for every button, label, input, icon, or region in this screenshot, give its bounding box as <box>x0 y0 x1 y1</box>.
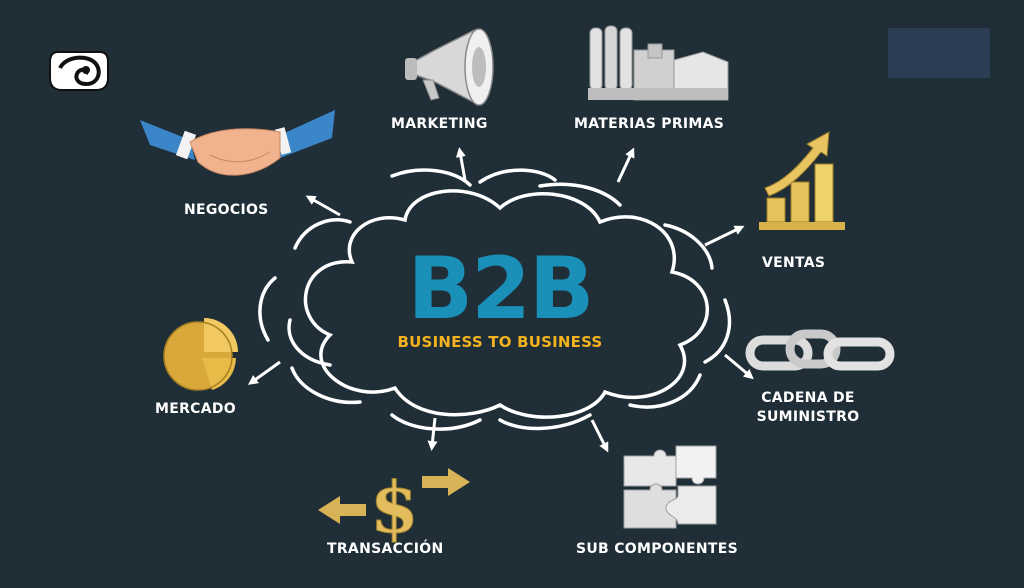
factory-icon <box>588 25 729 101</box>
handshake-icon <box>140 110 335 176</box>
label-cadena-line2: SUMINISTRO <box>756 409 860 425</box>
label-transaccion: TRANSACCIÓN <box>327 541 444 557</box>
connector-arrows <box>247 147 754 453</box>
dollar-exchange-icon: $ <box>318 466 470 550</box>
corner-placeholder-box <box>888 28 990 78</box>
pie-chart-icon <box>163 318 238 391</box>
label-mercado: MERCADO <box>155 401 237 417</box>
arrow-materias-primas <box>616 147 635 183</box>
arrow-negocios <box>305 195 341 217</box>
label-marketing: MARKETING <box>391 116 488 132</box>
chain-link-icon <box>745 329 895 371</box>
center-title: B2B <box>407 239 595 339</box>
label-ventas: VENTAS <box>762 255 826 271</box>
label-cadena-line1: CADENA DE <box>761 390 855 406</box>
cloud-outline <box>258 168 732 431</box>
svg-text:$: $ <box>370 466 419 549</box>
arrow-ventas <box>704 225 745 247</box>
label-materias-primas: MATERIAS PRIMAS <box>574 116 725 132</box>
arrow-marketing <box>455 147 467 181</box>
label-cadena-de-suministro: CADENA DE SUMINISTRO <box>748 390 868 425</box>
growth-bar-chart-icon <box>759 131 845 230</box>
arrow-cadena <box>724 353 754 380</box>
megaphone-icon <box>405 28 494 106</box>
puzzle-pieces-icon <box>623 445 717 529</box>
arrow-sub-componentes <box>590 419 609 453</box>
brand-logo-icon <box>48 46 110 94</box>
label-sub-componentes: SUB COMPONENTES <box>576 541 738 557</box>
arrow-mercado <box>247 360 281 385</box>
center-subtitle: BUSINESS TO BUSINESS <box>397 333 603 351</box>
arrow-transaccion <box>427 417 438 451</box>
label-negocios: NEGOCIOS <box>184 202 269 218</box>
